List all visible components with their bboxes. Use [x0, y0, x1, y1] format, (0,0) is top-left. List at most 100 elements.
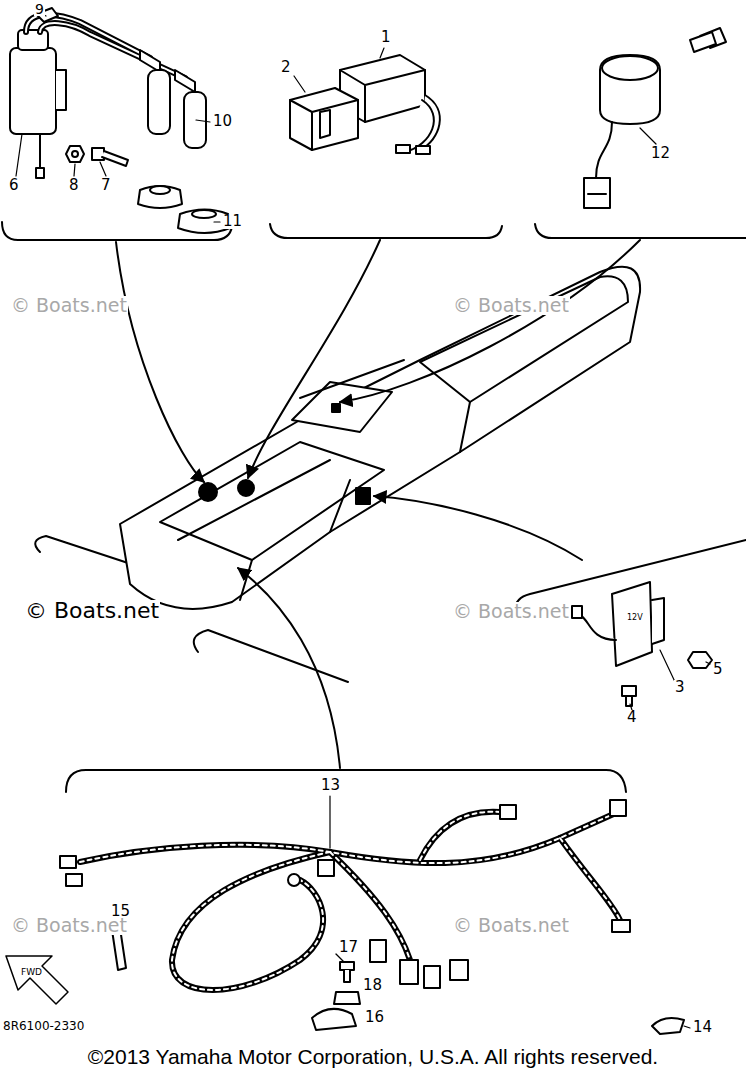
- grommet: [192, 210, 216, 218]
- leader-line: [630, 650, 710, 710]
- watermark: © Boats.net: [10, 296, 128, 315]
- leader-line: [16, 14, 656, 222]
- fastener: [334, 992, 360, 1004]
- voltage-regulator: [572, 606, 582, 618]
- connector: [288, 874, 300, 886]
- connector: [612, 920, 630, 932]
- callout-number: 10: [212, 114, 233, 129]
- plug-cap: [148, 70, 170, 134]
- voltage-regulator: [622, 686, 636, 706]
- leader-line: [640, 128, 656, 144]
- watermark: © Boats.net: [10, 916, 128, 935]
- ignition-coil: [10, 48, 56, 134]
- fastener: [344, 970, 350, 982]
- snowmobile: [420, 276, 628, 402]
- callout-number: 4: [626, 710, 638, 725]
- bolt: [92, 148, 128, 166]
- part-location: [356, 488, 370, 504]
- group-bracket: [270, 224, 502, 238]
- callout-number: 12: [650, 146, 671, 161]
- callout-number: 3: [674, 680, 686, 695]
- direction-mark: FWD: [20, 968, 43, 977]
- callout-number: 9: [34, 2, 45, 16]
- voltage-regulator: [652, 598, 664, 644]
- washer: [66, 146, 84, 162]
- wire-harness-braid: [560, 838, 620, 920]
- wire-harness: [172, 852, 330, 990]
- part-location: [332, 404, 340, 412]
- connector: [400, 960, 418, 984]
- ignition-coil: [56, 70, 66, 110]
- plug-wire-inner: [26, 15, 185, 78]
- plug-cap: [140, 50, 160, 72]
- ignition-coil: [10, 30, 66, 178]
- leader-line: [100, 162, 106, 176]
- connector: [424, 966, 440, 988]
- callout-number: 6: [8, 178, 20, 193]
- plug-cap: [140, 50, 206, 148]
- snowmobile: [160, 442, 384, 560]
- callout-number: 7: [100, 178, 112, 193]
- watermark: © Boats.net: [24, 600, 160, 622]
- wire-harness-braid: [80, 812, 620, 990]
- leader-line: [294, 76, 305, 92]
- cdi-unit: [405, 95, 440, 152]
- callout-number: 18: [362, 978, 383, 993]
- watermark: © Boats.net: [452, 296, 570, 315]
- forward-arrow: [6, 956, 68, 1004]
- cdi-unit: [416, 146, 430, 154]
- callout-number: 5: [712, 662, 724, 677]
- snowmobile: [120, 267, 640, 609]
- bolt: [92, 148, 104, 160]
- washer: [72, 151, 78, 157]
- connector: [60, 856, 76, 868]
- group-bracket: [535, 224, 746, 238]
- voltage-regulator: [580, 615, 616, 640]
- connector: [66, 874, 82, 886]
- cdi-unit: [290, 100, 358, 150]
- wire-harness-braid: [172, 852, 330, 990]
- main-switch: [584, 178, 610, 208]
- snowmobile: [292, 382, 392, 432]
- wire-harness-braid: [420, 812, 500, 860]
- plug-cap: [175, 70, 195, 92]
- snowmobile: [330, 402, 470, 532]
- leader-line: [16, 134, 22, 176]
- plug-cap: [184, 92, 206, 148]
- voltage-regulator: [688, 652, 712, 668]
- callout-number: 16: [364, 1010, 385, 1025]
- connector: [370, 940, 386, 962]
- fastener: [340, 962, 354, 970]
- location-arrow: [374, 496, 582, 560]
- leader-line: [660, 650, 676, 684]
- callout-number: 1: [380, 30, 392, 45]
- part-location: [199, 404, 370, 504]
- callout-number: 13: [320, 778, 341, 793]
- wire-harness: [80, 812, 620, 990]
- grommet: [150, 186, 170, 194]
- connector: [60, 800, 630, 988]
- leader-line: [336, 954, 344, 962]
- watermark: © Boats.net: [452, 916, 570, 935]
- location-arrow: [116, 240, 640, 768]
- part-marking: 12V: [626, 614, 644, 622]
- connector: [610, 800, 626, 816]
- grommet: [138, 186, 230, 233]
- callout-number: 11: [222, 214, 243, 229]
- leader-line: [380, 48, 384, 58]
- cdi-unit: [396, 145, 410, 153]
- leader-line: [706, 662, 710, 664]
- voltage-regulator: [572, 582, 712, 706]
- callout-number: 2: [280, 60, 292, 75]
- main-switch: [690, 28, 726, 52]
- snowmobile: [194, 630, 348, 682]
- cdi-unit: [290, 88, 358, 150]
- fastener: [112, 928, 684, 1034]
- group-bracket: [66, 770, 626, 792]
- location-arrow: [238, 568, 340, 768]
- callout-number: 14: [692, 1020, 713, 1035]
- connector: [500, 805, 516, 819]
- wire-harness: [560, 838, 620, 920]
- leader-line: [214, 221, 220, 222]
- fastener: [652, 1018, 684, 1034]
